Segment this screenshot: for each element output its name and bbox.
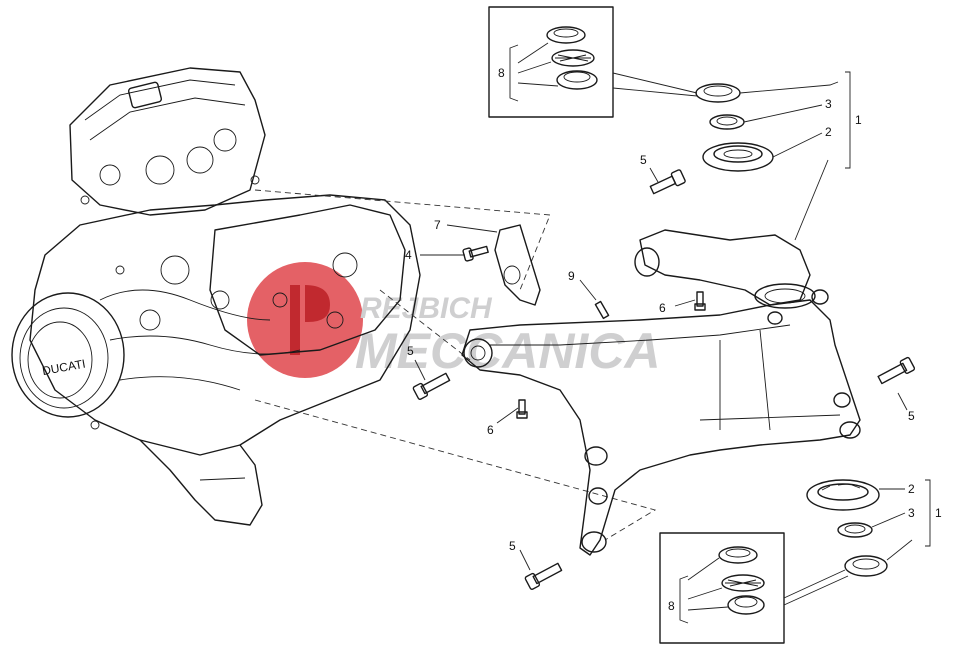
callout-5-top: 5 — [640, 153, 647, 167]
callout-4: 4 — [405, 248, 412, 262]
bolt-5-bottom — [524, 562, 563, 590]
engine-badge: DUCATI — [41, 357, 87, 378]
bolt-4 — [462, 245, 489, 262]
callout-2-top: 2 — [825, 125, 832, 139]
watermark: REJBICH MECCANICA — [247, 262, 661, 379]
watermark-line2: MECCANICA — [355, 323, 661, 379]
bearing-race-2-bottom — [806, 479, 880, 511]
watermark-line1: REJBICH — [360, 292, 493, 325]
steering-bearing-set-top — [695, 83, 774, 172]
engine-mount-bracket — [494, 224, 541, 306]
callout-6-low: 6 — [487, 423, 494, 437]
callout-5-left: 5 — [407, 344, 414, 358]
stud-6-mid — [694, 291, 706, 311]
callout-3-top: 3 — [825, 97, 832, 111]
bearing-ring-bottom — [844, 555, 888, 577]
bolt-5-left — [412, 372, 451, 400]
bearing-seal-3-bottom — [837, 522, 873, 538]
alternator-cover — [11, 292, 125, 418]
stud-9 — [594, 300, 610, 320]
bolt-5-top — [649, 169, 686, 195]
watermark-logo-mark — [290, 285, 330, 355]
callout-1-bottom: 1 — [935, 506, 942, 520]
callout-9: 9 — [568, 269, 575, 283]
inset-box-bottom — [659, 532, 785, 644]
steering-bearing-set-bottom — [806, 479, 888, 577]
callout-1-top: 1 — [855, 113, 862, 127]
callout-2-bottom: 2 — [908, 482, 915, 496]
inset-box-top — [488, 6, 614, 118]
callout-8-top: 8 — [498, 66, 505, 80]
callout-6-mid: 6 — [659, 301, 666, 315]
callout-8-bottom: 8 — [668, 599, 675, 613]
callout-5-right: 5 — [908, 409, 915, 423]
stud-6-low — [516, 399, 528, 419]
bearing-ring-top — [695, 83, 741, 103]
bolt-5-right — [877, 356, 916, 385]
callout-3-bottom: 3 — [908, 506, 915, 520]
bearing-race-2-top — [702, 142, 774, 172]
fasteners — [412, 169, 916, 590]
callout-5-bottom: 5 — [509, 539, 516, 553]
engine-assembly: DUCATI — [11, 67, 421, 526]
frame-assembly — [461, 229, 861, 556]
callout-7: 7 — [434, 218, 441, 232]
